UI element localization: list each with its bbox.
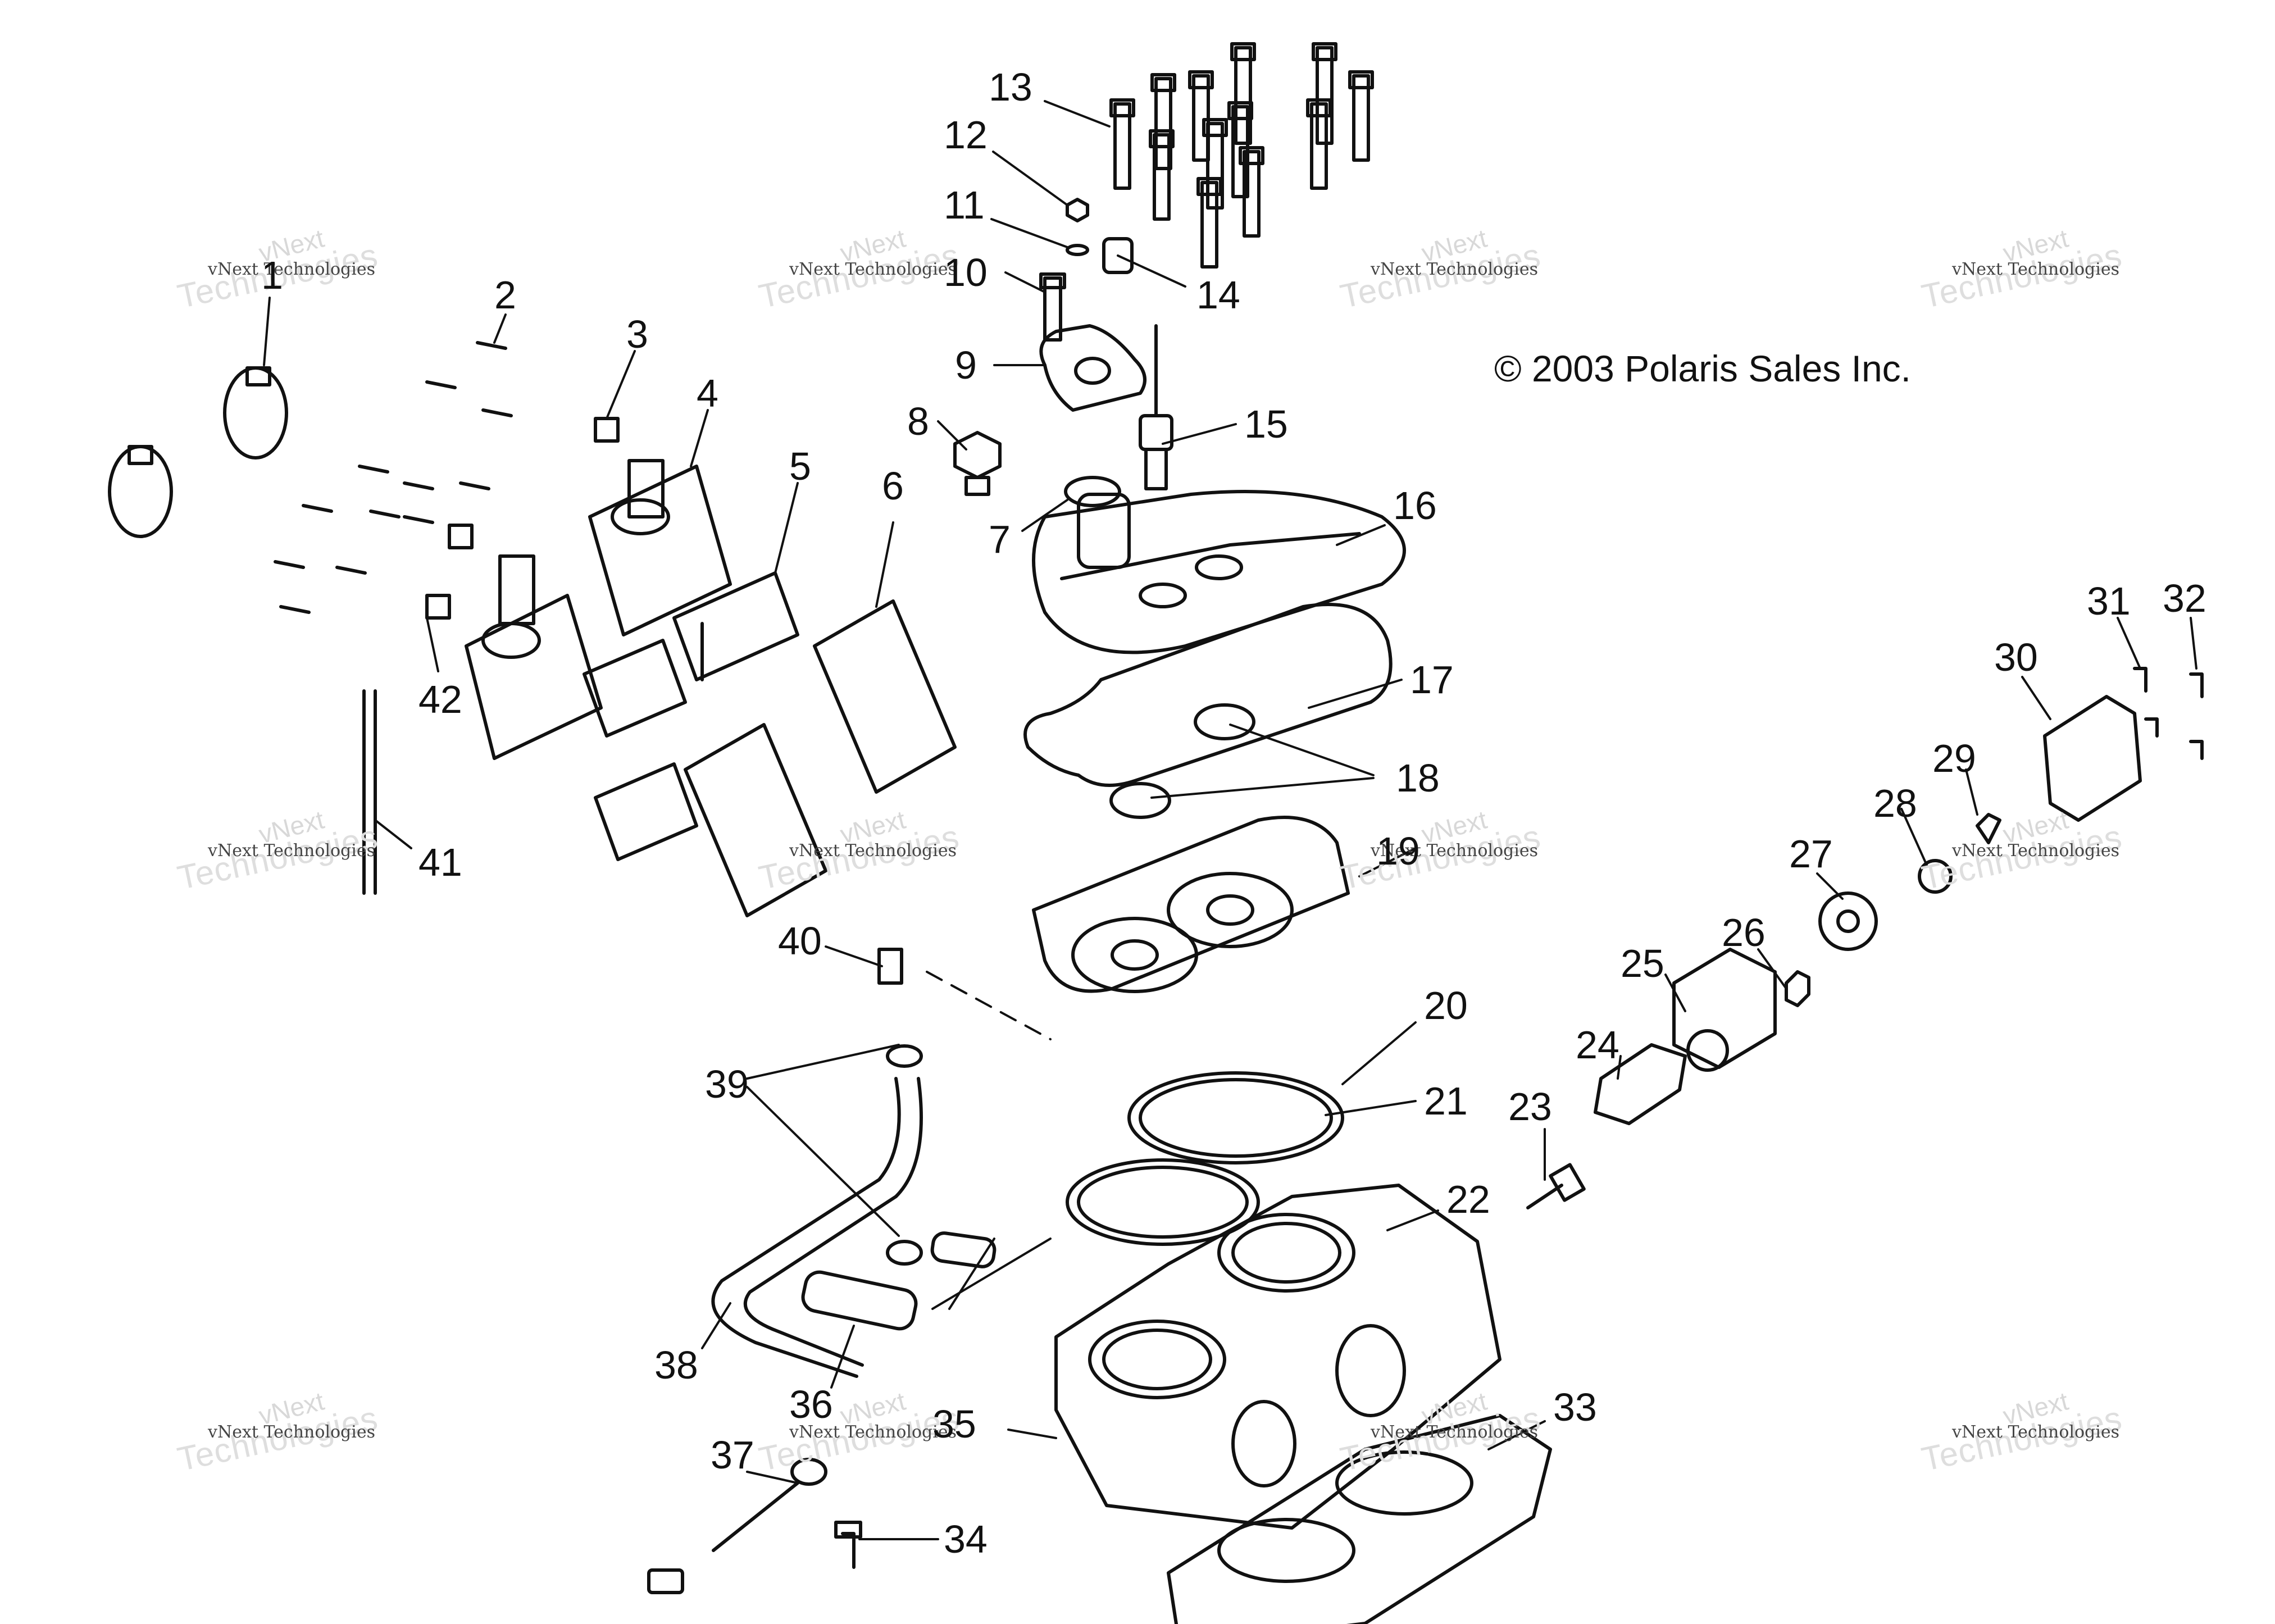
tube-41 <box>362 689 377 895</box>
callout-33: 33 <box>1553 1385 1597 1429</box>
callout-18: 18 <box>1396 756 1440 800</box>
watermark-small: vNext Technologies <box>208 260 376 279</box>
callout-2: 2 <box>494 273 516 317</box>
callout-26: 26 <box>1722 911 1766 954</box>
callout-28: 28 <box>1873 781 1917 825</box>
watermark-small: vNext Technologies <box>1371 260 1539 279</box>
callout-10: 10 <box>944 251 988 294</box>
callout-30: 30 <box>1994 635 2038 679</box>
cylinder-block <box>1054 1184 1502 1530</box>
callout-7: 7 <box>989 517 1011 561</box>
head-gasket <box>1023 603 1393 819</box>
callout-32: 32 <box>2163 576 2206 620</box>
callout-36: 36 <box>789 1382 833 1426</box>
watermark-small: vNext Technologies <box>208 841 376 861</box>
callout-20: 20 <box>1424 984 1468 1027</box>
callout-23: 23 <box>1508 1085 1552 1129</box>
watermark: vNext Technologies vNext Technologies <box>756 224 1003 337</box>
head-cover <box>1032 490 1406 654</box>
temp-sensor <box>647 1458 862 1594</box>
manifold-bolts <box>274 341 620 620</box>
callout-34: 34 <box>944 1517 988 1561</box>
callout-21: 21 <box>1424 1079 1468 1123</box>
callout-17: 17 <box>1410 658 1454 702</box>
callout-14: 14 <box>1196 273 1240 317</box>
callout-12: 12 <box>944 113 988 157</box>
watermark: vNext Technologies vNext Technologies <box>174 1386 421 1500</box>
reed-valves <box>583 571 957 917</box>
callout-9: 9 <box>955 343 977 387</box>
watermark-small: vNext Technologies <box>789 260 957 279</box>
callout-16: 16 <box>1393 484 1437 527</box>
callout-29: 29 <box>1932 736 1976 780</box>
callout-24: 24 <box>1576 1023 1619 1067</box>
callout-11: 11 <box>944 183 985 227</box>
callout-27: 27 <box>1789 832 1833 876</box>
callout-25: 25 <box>1621 941 1664 985</box>
cylinder-gaskets <box>1066 1071 1344 1246</box>
watermark: vNext Technologies vNext Technologies <box>174 224 421 337</box>
copyright-notice: © 2003 Polaris Sales Inc. <box>1494 348 1912 389</box>
water-pump-parts <box>1526 667 2204 1209</box>
thermostat-group <box>953 324 1173 507</box>
watermark: vNext Technologies vNext Technologies <box>1337 224 1584 337</box>
callout-39: 39 <box>705 1062 749 1106</box>
leader-lines <box>263 100 2197 1540</box>
cylinder-head <box>1032 816 1350 993</box>
callout-19: 19 <box>1376 829 1420 873</box>
hose-clamps <box>108 366 288 538</box>
watermark: vNext Technologies vNext Technologies <box>1918 224 2165 337</box>
watermark-small: vNext Technologies <box>1952 841 2120 861</box>
watermark-small: vNext Technologies <box>789 841 957 861</box>
water-hose <box>711 948 997 1378</box>
intake-manifolds <box>465 459 732 760</box>
head-bolts <box>1109 42 1374 269</box>
watermark-small: vNext Technologies <box>789 1422 957 1442</box>
watermark: vNext Technologies vNext Technologies <box>1337 1386 1584 1500</box>
watermark-small: vNext Technologies <box>1371 1422 1539 1442</box>
watermark: vNext Technologies vNext Technologies <box>756 805 1003 918</box>
callout-4: 4 <box>697 371 718 415</box>
callout-22: 22 <box>1446 1177 1490 1221</box>
watermark: vNext Technologies vNext Technologies <box>1337 805 1584 918</box>
callout-13: 13 <box>989 65 1032 109</box>
callout-8: 8 <box>907 399 929 443</box>
callout-40: 40 <box>778 919 822 963</box>
callout-3: 3 <box>626 312 648 356</box>
callout-38: 38 <box>654 1343 698 1387</box>
watermark: vNext Technologies vNext Technologies <box>174 805 421 918</box>
watermark-small: vNext Technologies <box>208 1422 376 1442</box>
watermark-small: vNext Technologies <box>1371 841 1539 861</box>
watermark-small: vNext Technologies <box>1952 1422 2120 1442</box>
callout-37: 37 <box>711 1433 754 1477</box>
callout-1: 1 <box>261 253 283 297</box>
watermark: vNext Technologies vNext Technologies <box>1918 1386 2165 1500</box>
callout-5: 5 <box>789 444 811 488</box>
watermark: vNext Technologies vNext Technologies <box>1918 805 2165 918</box>
callout-15: 15 <box>1244 402 1288 446</box>
base-gasket <box>1167 1414 1552 1624</box>
callout-35: 35 <box>932 1402 976 1446</box>
watermark-small: vNext Technologies <box>1952 260 2120 279</box>
callout-6: 6 <box>882 464 904 508</box>
callout-41: 41 <box>418 840 462 884</box>
watermark: vNext Technologies vNext Technologies <box>756 1386 1003 1500</box>
small-fasteners <box>1039 198 1134 342</box>
callout-31: 31 <box>2087 579 2131 623</box>
callout-42: 42 <box>418 677 462 721</box>
